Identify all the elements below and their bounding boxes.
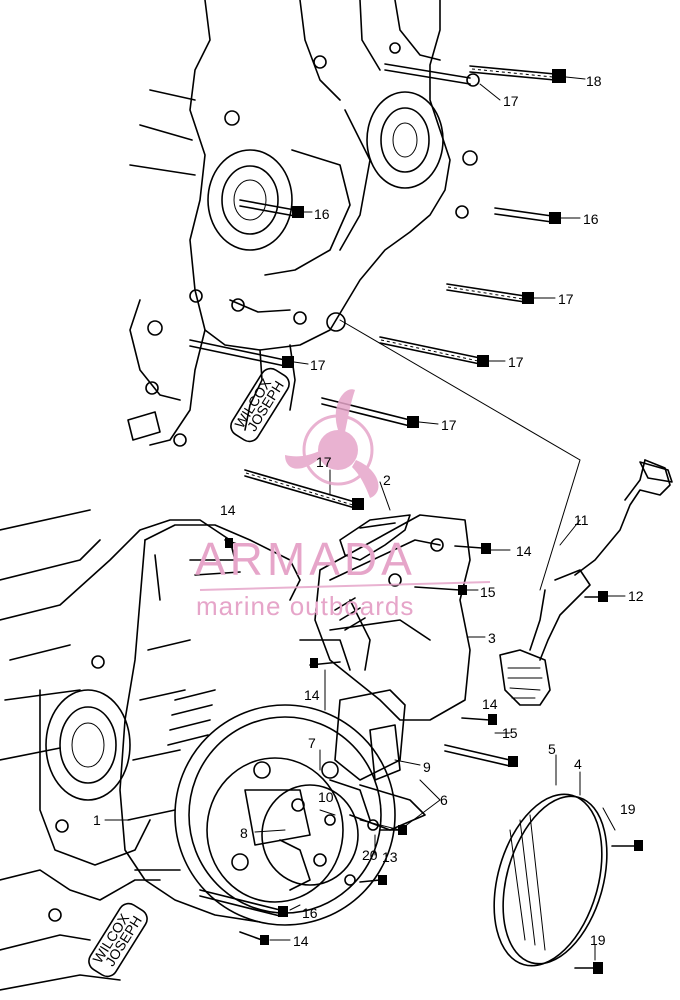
watermark-tagline: marine outboards (196, 591, 414, 621)
callout-15-a: 15 (480, 584, 496, 600)
shroud-parts (299, 514, 471, 721)
callout-17-top: 17 (503, 93, 519, 109)
callout-7: 7 (308, 735, 316, 751)
callout-14-e: 14 (293, 933, 309, 949)
callout-6: 6 (440, 792, 448, 808)
callout-17-d: 17 (310, 357, 326, 373)
coil-assembly (334, 689, 426, 886)
callout-17-c: 17 (508, 354, 524, 370)
callout-16-bottom: 16 (302, 905, 318, 921)
callout-14-c: 14 (304, 687, 320, 703)
callout-19-a: 19 (620, 801, 636, 817)
callout-9: 9 (423, 759, 431, 775)
callout-19-b: 19 (590, 932, 606, 948)
upper-casting-plate: WILCOX JOSEPH (230, 367, 290, 443)
callout-14-d: 14 (482, 696, 498, 712)
upper-crankcase: WILCOX JOSEPH (127, 0, 478, 447)
callout-4: 4 (574, 756, 582, 772)
callout-17-b: 17 (558, 291, 574, 307)
callout-5: 5 (548, 741, 556, 757)
leader-lines (104, 76, 626, 961)
callout-14-a: 14 (220, 502, 236, 518)
callout-17-e: 17 (441, 417, 457, 433)
callout-12: 12 (628, 588, 644, 604)
callout-3: 3 (488, 630, 496, 646)
magneto-cover (493, 793, 643, 974)
callout-10: 10 (318, 789, 334, 805)
callout-16-left: 16 (314, 206, 330, 222)
callout-18: 18 (586, 73, 602, 89)
lower-casting-plate: WILCOX JOSEPH (88, 902, 148, 978)
callout-17-f: 17 (316, 454, 332, 470)
callout-11: 11 (574, 512, 589, 528)
callout-labels: 18 17 16 16 17 17 17 17 17 2 11 14 14 15… (93, 73, 644, 949)
kickstart-lever (499, 459, 673, 706)
short-bolts (199, 538, 518, 945)
armada-watermark (199, 389, 491, 591)
callout-2: 2 (383, 472, 391, 488)
watermark-brand: ARMADA (195, 533, 416, 585)
callout-1: 1 (93, 812, 101, 828)
callout-8: 8 (240, 825, 248, 841)
callout-13: 13 (382, 849, 398, 865)
callout-15-b: 15 (502, 725, 518, 741)
crankcase-bolts (189, 63, 566, 510)
callout-16-right: 16 (583, 211, 599, 227)
callout-14-b: 14 (516, 543, 532, 559)
callout-20: 20 (362, 847, 378, 863)
